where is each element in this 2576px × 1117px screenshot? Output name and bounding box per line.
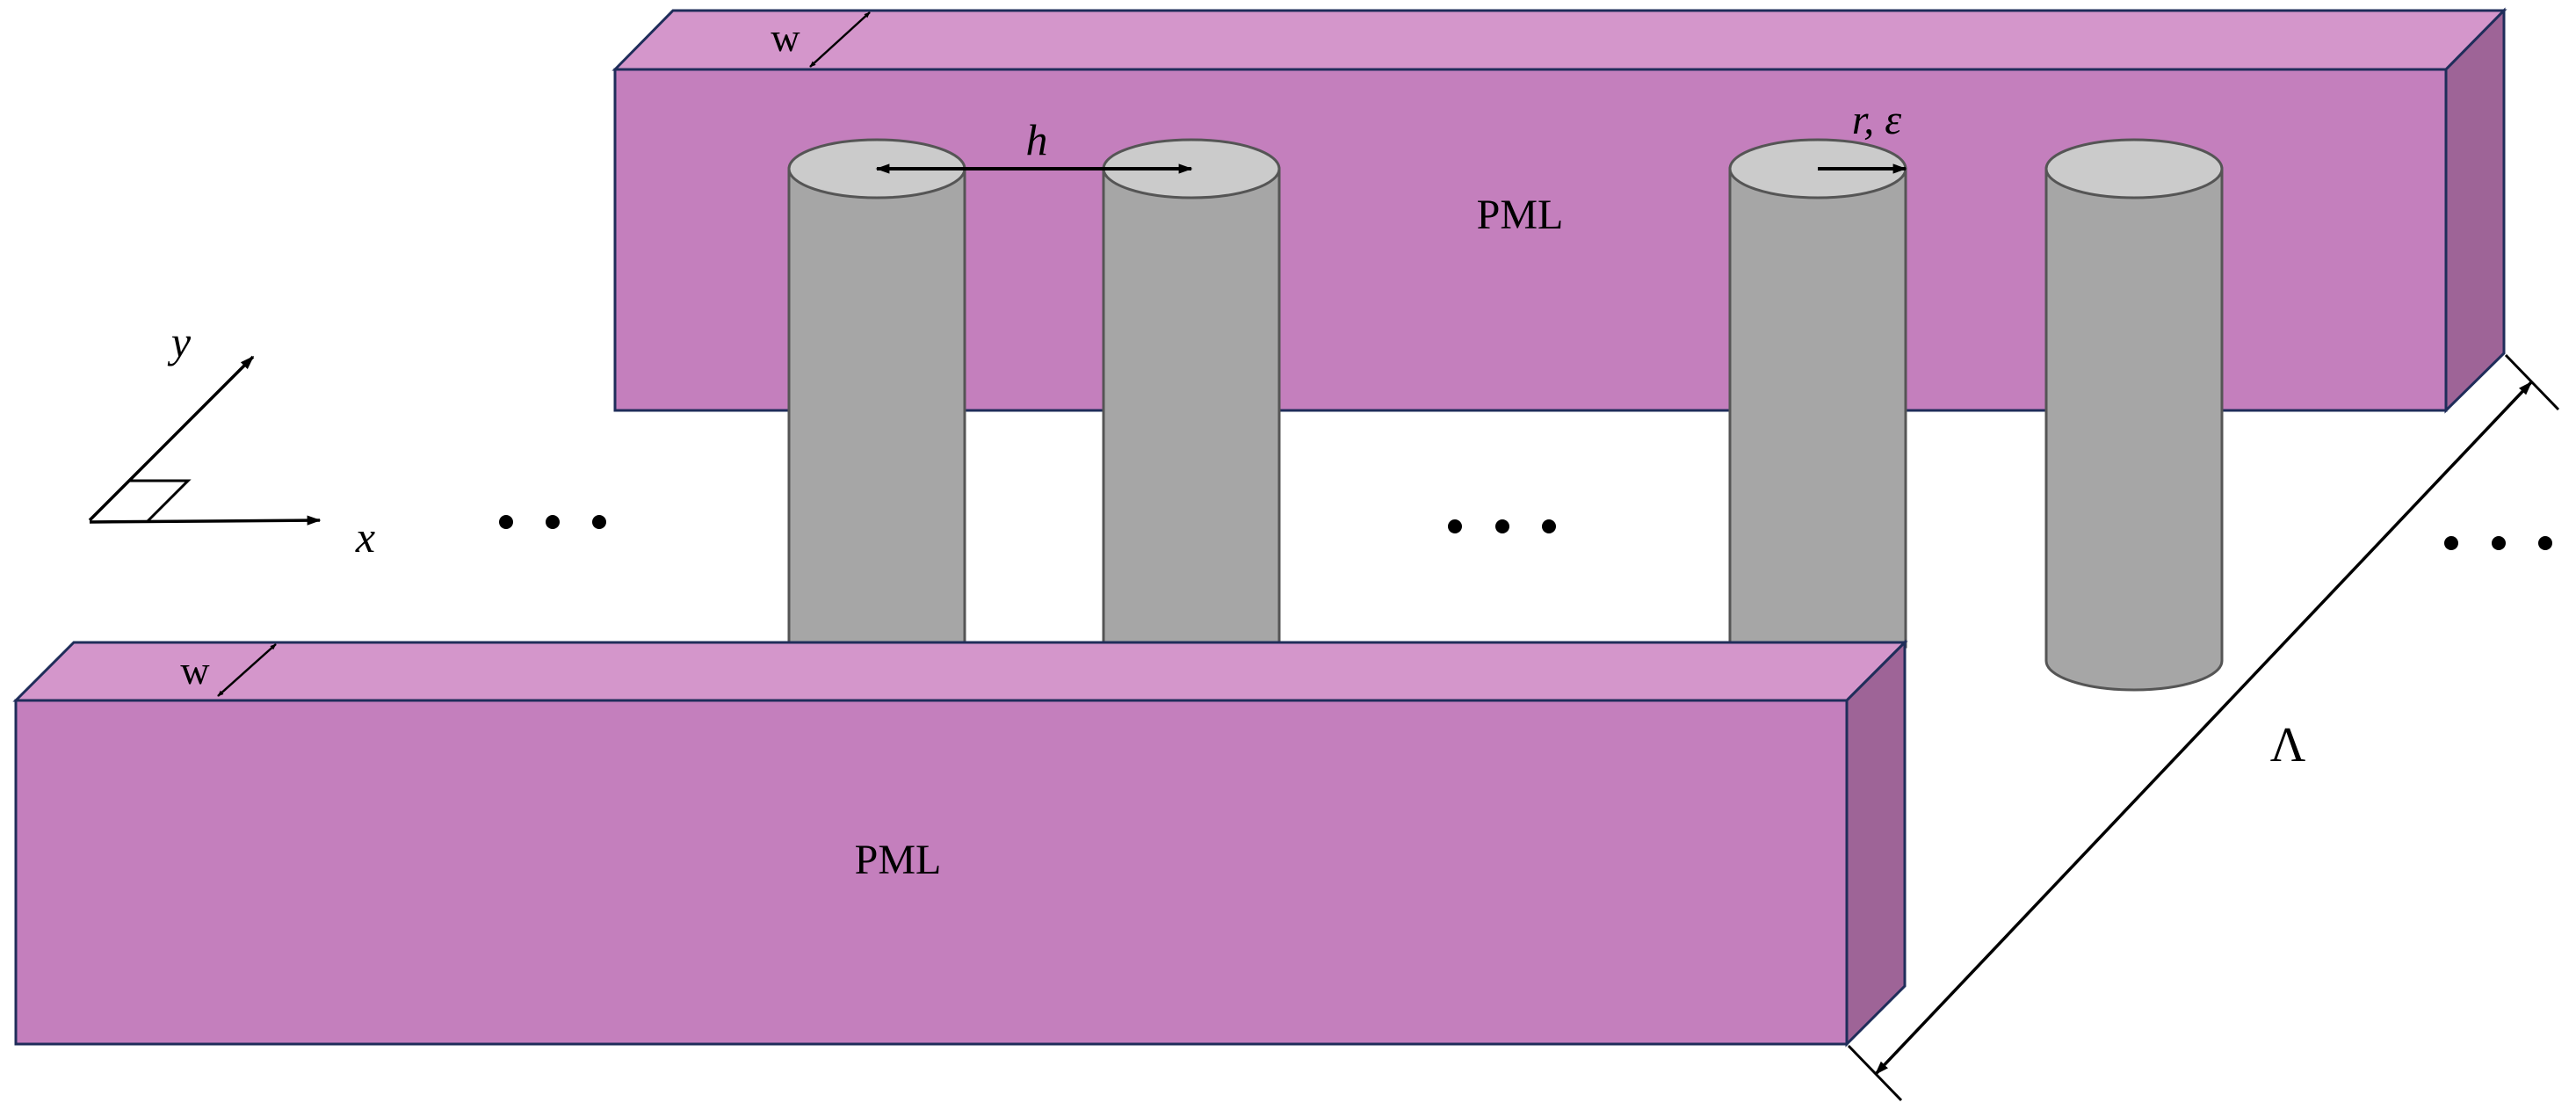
lambda-label: Λ	[2270, 718, 2306, 772]
spacing-h-label: h	[1026, 115, 1048, 164]
width-w-label-bottom: w	[180, 648, 210, 693]
cylinder-3	[1728, 138, 1907, 649]
cylinder-4	[2044, 138, 2224, 692]
ellipsis-middle	[1448, 519, 1556, 533]
y-axis-arrow	[88, 355, 255, 522]
pml-back-side-face	[2444, 7, 2506, 414]
pml-back-label: PML	[1477, 192, 1564, 238]
pml-front-top-face	[12, 641, 1908, 702]
pml-slab-front: PML	[12, 639, 1908, 1048]
width-w-arrow-bottom	[217, 643, 277, 697]
width-w-arrow-top	[809, 11, 871, 68]
cylinder-1	[787, 138, 966, 649]
pml-front-side-face	[1845, 639, 1907, 1048]
ellipsis-right	[2444, 536, 2552, 550]
cylinder-2	[1102, 138, 1281, 649]
lambda-arrow	[1874, 381, 2533, 1076]
pml-back-top-face	[611, 9, 2507, 71]
x-axis-label: x	[355, 512, 375, 562]
right-angle-marker	[130, 479, 192, 523]
pml-front-front-face	[14, 699, 1849, 1046]
ellipsis-left	[499, 515, 606, 529]
y-axis-label: y	[167, 317, 192, 366]
width-w-label-top: w	[771, 15, 800, 60]
radius-permittivity-label: r, ε	[1852, 97, 1901, 143]
x-axis-arrow	[89, 515, 322, 526]
pml-front-label: PML	[855, 837, 942, 883]
coordinate-axes: y x	[88, 317, 375, 562]
